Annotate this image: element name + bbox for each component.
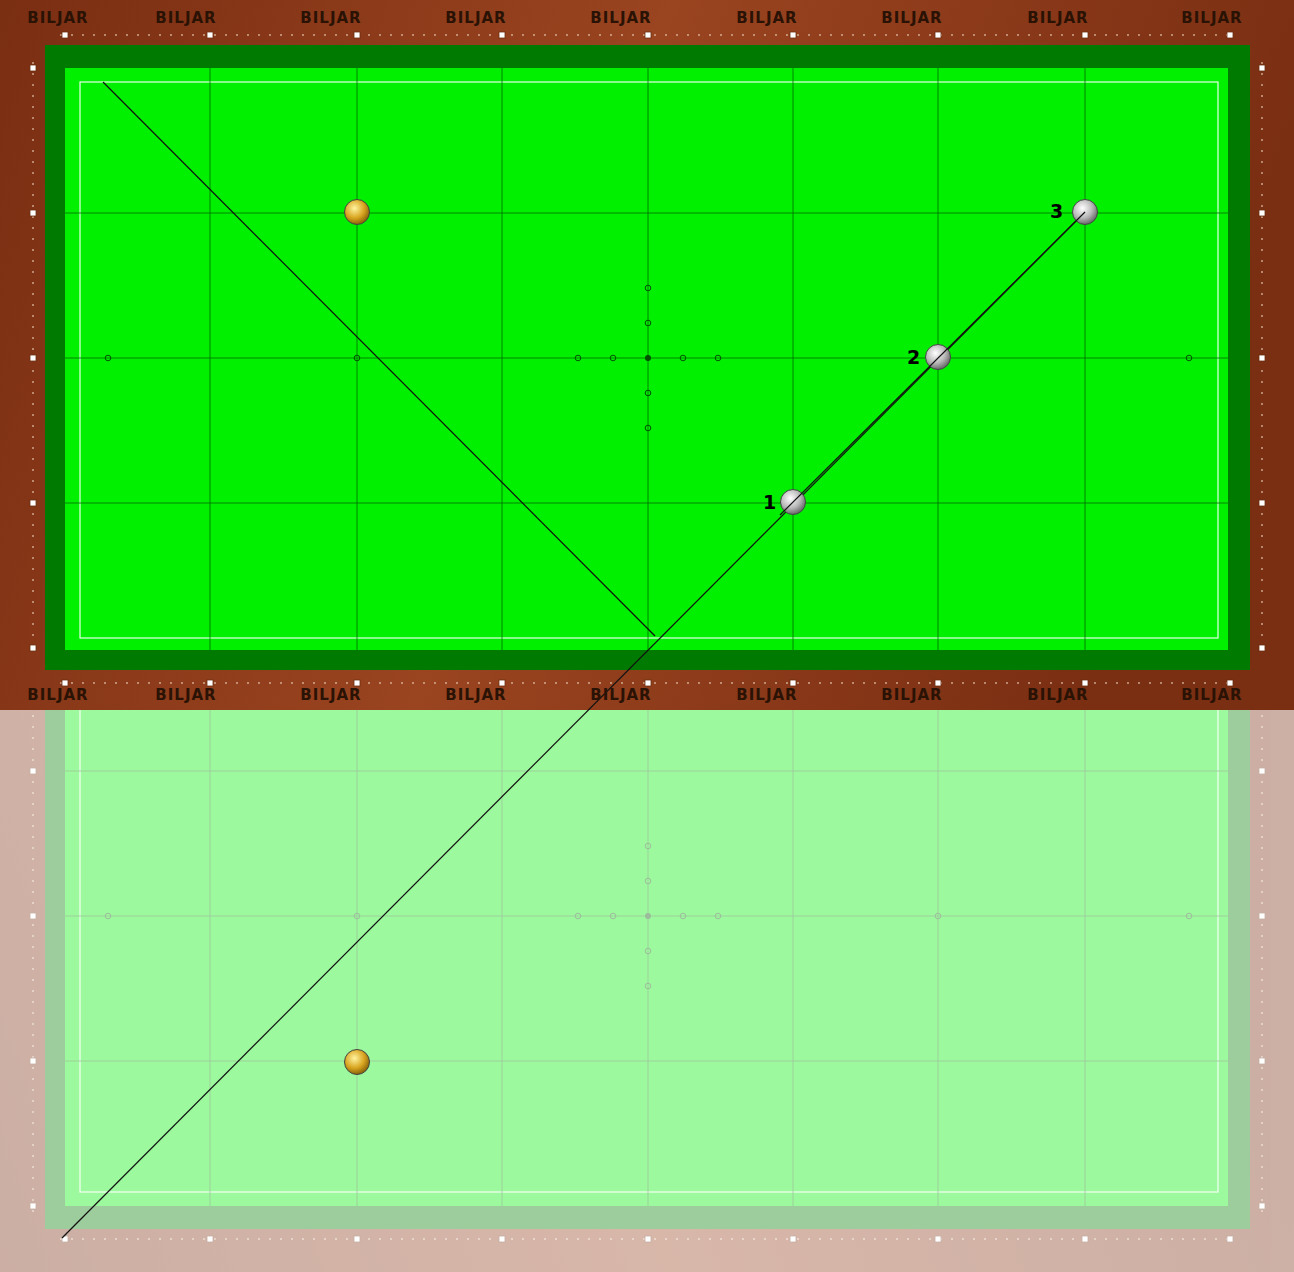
object-ball bbox=[345, 200, 370, 225]
rail-watermark: BILJAR bbox=[1181, 9, 1242, 27]
rail-watermark: BILJAR bbox=[27, 686, 88, 704]
rail-watermark: BILJAR bbox=[881, 686, 942, 704]
ball-path bbox=[103, 82, 655, 636]
mirrored-ball bbox=[345, 1050, 370, 1075]
rail-watermark: BILJAR bbox=[1027, 9, 1088, 27]
rail-watermark: BILJAR bbox=[736, 9, 797, 27]
rail-watermark: BILJAR bbox=[300, 9, 361, 27]
rail-watermark: BILJAR bbox=[1027, 686, 1088, 704]
rail-watermark: BILJAR bbox=[590, 686, 651, 704]
cue-ball-position bbox=[926, 345, 951, 370]
rail-watermark: BILJAR bbox=[590, 9, 651, 27]
rail-watermark: BILJAR bbox=[445, 686, 506, 704]
rail-watermark: BILJAR bbox=[736, 686, 797, 704]
rail-watermark: BILJAR bbox=[445, 9, 506, 27]
rail-watermark: BILJAR bbox=[27, 9, 88, 27]
rail-watermark: BILJAR bbox=[155, 686, 216, 704]
callout-number: 2 bbox=[907, 346, 920, 368]
rail-watermark: BILJAR bbox=[1181, 686, 1242, 704]
table-top bbox=[0, 0, 1294, 710]
rail-watermark: BILJAR bbox=[881, 9, 942, 27]
rail-watermark: BILJAR bbox=[155, 9, 216, 27]
callout-number: 3 bbox=[1050, 200, 1063, 222]
callout-number: 1 bbox=[763, 491, 776, 513]
ball-path bbox=[62, 212, 1085, 1238]
ball-path bbox=[780, 212, 1085, 515]
rail-watermark: BILJAR bbox=[300, 686, 361, 704]
mirrored-table bbox=[0, 710, 1294, 1272]
